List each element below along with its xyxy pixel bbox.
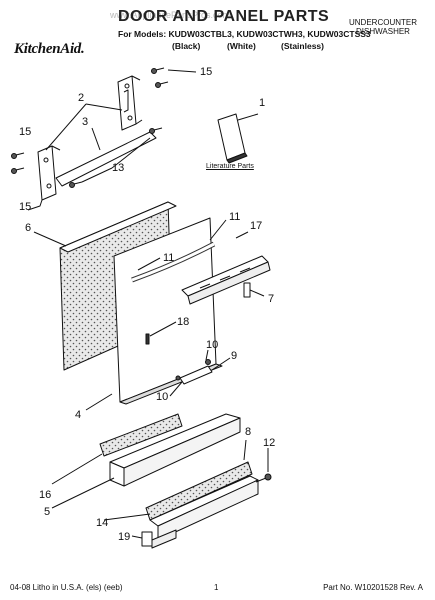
callout-18: 18 — [177, 316, 190, 328]
callout-6: 6 — [25, 222, 32, 234]
callout-15-top: 15 — [200, 66, 213, 78]
callout-11-handle: 11 — [163, 252, 175, 264]
callout-12: 12 — [263, 437, 276, 449]
callout-9: 9 — [231, 350, 238, 362]
callout-8: 8 — [245, 426, 252, 438]
callout-2: 2 — [78, 92, 85, 104]
leader-lines — [33, 69, 269, 539]
kickplate-assembly — [99, 413, 272, 549]
callout-10-lower: 10 — [156, 391, 169, 403]
handle-clip — [175, 359, 213, 385]
category-label: UNDERCOUNTER DISHWASHER — [343, 18, 423, 36]
page-title: DOOR AND PANEL PARTS — [118, 8, 330, 25]
variant-black: (Black) — [172, 41, 201, 51]
callout-14: 14 — [96, 517, 109, 529]
hinge-bracket-left — [27, 145, 61, 211]
callout-19: 19 — [118, 531, 131, 543]
footer-part-number: Part No. W10201528 Rev. A — [323, 583, 423, 592]
hinge-bracket-right — [117, 75, 143, 131]
callout-7: 7 — [268, 293, 275, 305]
callout-10-top: 10 — [206, 339, 219, 351]
literature-part — [217, 113, 248, 164]
callout-5: 5 — [44, 506, 51, 518]
models-line: For Models: KUDW03CTBL3, KUDW03CTWH3, KU… — [118, 29, 371, 39]
footer-page-number: 1 — [214, 583, 219, 592]
brand-logo: KitchenAid. — [14, 41, 85, 57]
literature-parts-label: Literature Parts — [206, 163, 254, 170]
category-line-1: UNDERCOUNTER — [349, 18, 417, 27]
variant-white: (White) — [227, 41, 256, 51]
callout-3: 3 — [82, 116, 89, 128]
watermark: www.AppliancePartsPros.com — [110, 10, 231, 20]
callout-13: 13 — [112, 162, 125, 174]
callout-11-right: 11 — [229, 211, 241, 223]
category-line-2: DISHWASHER — [356, 27, 410, 36]
callout-1: 1 — [259, 97, 266, 109]
variant-stainless: (Stainless) — [281, 41, 324, 51]
screws — [11, 67, 169, 188]
callout-4: 4 — [75, 409, 82, 421]
door-strap — [55, 131, 157, 187]
callout-17: 17 — [250, 220, 263, 232]
footer-litho: 04-08 Litho in U.S.A. (els) (eeb) — [10, 583, 123, 592]
callout-15-lower: 15 — [19, 201, 32, 213]
callout-15-left: 15 — [19, 126, 32, 138]
control-panel — [181, 255, 271, 305]
callout-16: 16 — [39, 489, 52, 501]
